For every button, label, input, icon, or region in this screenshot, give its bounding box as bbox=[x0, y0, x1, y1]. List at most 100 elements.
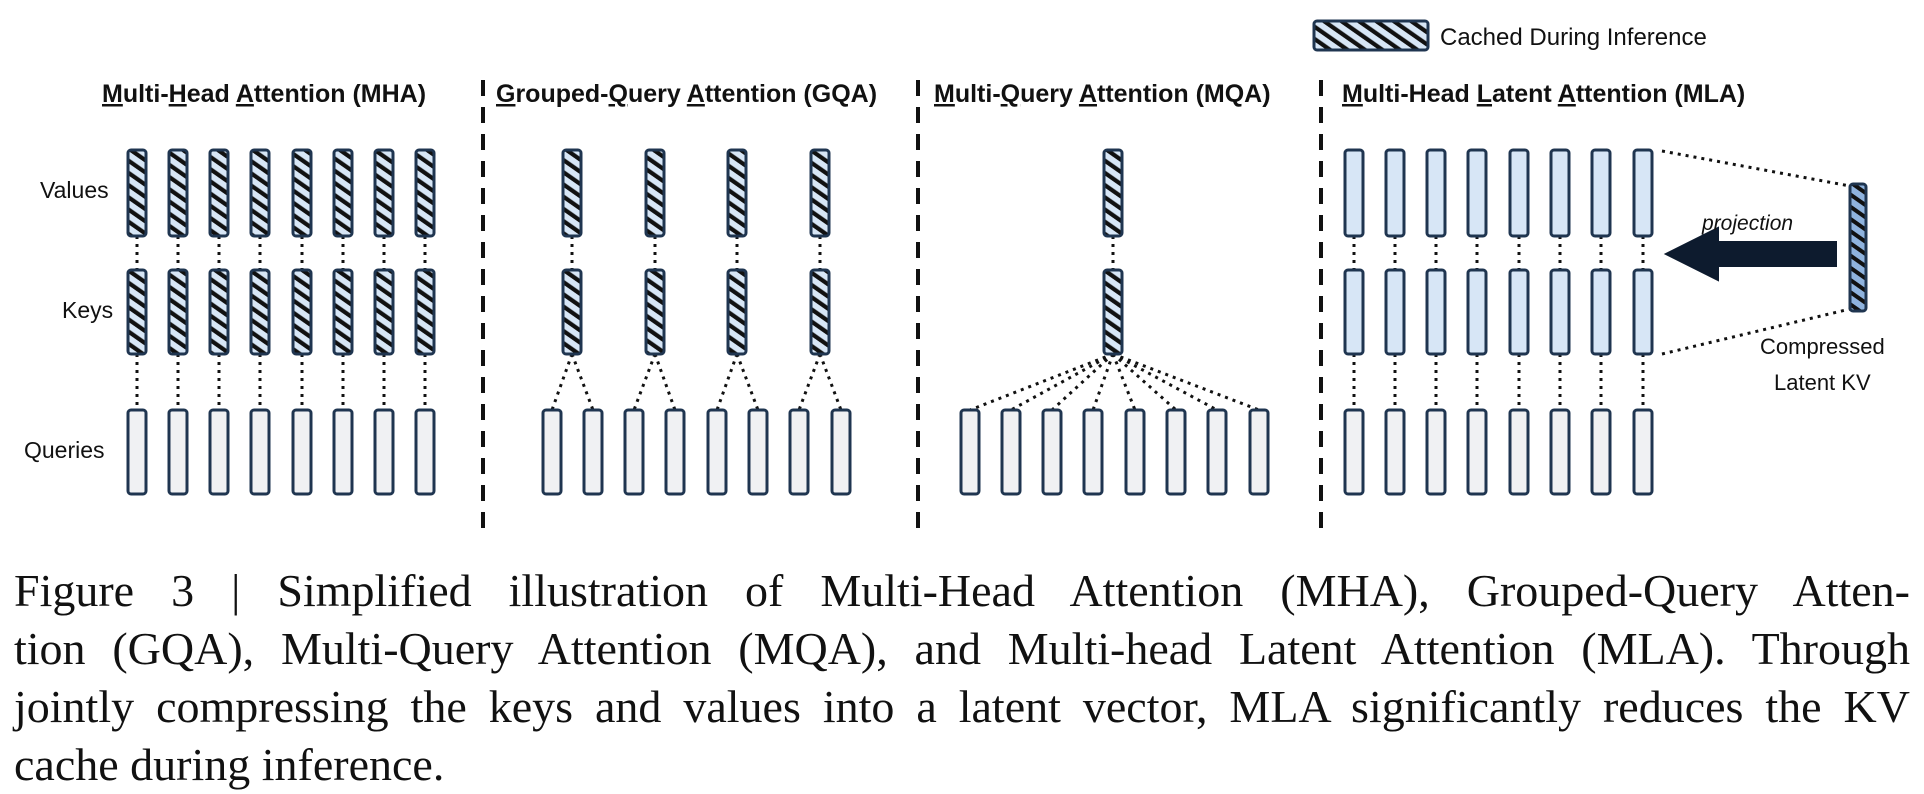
caption-line: cache during inference. bbox=[14, 739, 445, 790]
key-query-link bbox=[969, 352, 1114, 412]
key-head bbox=[1343, 268, 1365, 356]
caption-line: tion (GQA), Multi-Query Attention (MQA),… bbox=[14, 623, 1910, 674]
key-query-link bbox=[735, 353, 760, 411]
key-head bbox=[291, 268, 313, 356]
key-query-link bbox=[1112, 352, 1177, 412]
key-head bbox=[1590, 268, 1612, 356]
query-head bbox=[788, 408, 810, 496]
value-head bbox=[373, 148, 395, 238]
query-head bbox=[830, 408, 852, 496]
query-head bbox=[664, 408, 686, 496]
row-label-values: Values bbox=[40, 177, 109, 203]
key-query-link bbox=[1010, 352, 1114, 412]
key-head bbox=[809, 268, 831, 356]
key-head bbox=[1549, 268, 1571, 356]
query-head bbox=[414, 408, 436, 496]
value-head bbox=[291, 148, 313, 238]
key-query-link bbox=[818, 353, 843, 411]
query-head bbox=[959, 408, 981, 496]
attention-diagram: Cached During Inference Multi-Head Atten… bbox=[24, 19, 1885, 528]
key-query-link bbox=[1091, 353, 1115, 411]
key-head bbox=[1425, 268, 1447, 356]
latent-connector-top bbox=[1661, 149, 1851, 188]
query-head bbox=[373, 408, 395, 496]
value-head bbox=[249, 148, 271, 238]
legend-label: Cached During Inference bbox=[1440, 24, 1707, 51]
query-head bbox=[249, 408, 271, 496]
key-head bbox=[1384, 268, 1406, 356]
panel-title-mqa: Multi-Query Attention (MQA) bbox=[934, 80, 1271, 108]
key-head bbox=[644, 268, 666, 356]
query-head bbox=[1549, 408, 1571, 496]
key-head bbox=[414, 268, 436, 356]
key-head bbox=[249, 268, 271, 356]
legend-hatch-swatch bbox=[1312, 19, 1430, 52]
value-head bbox=[1102, 148, 1124, 238]
key-head bbox=[1102, 268, 1124, 356]
compressed-latent-kv-box bbox=[1848, 182, 1868, 313]
key-head bbox=[1508, 268, 1530, 356]
value-head bbox=[1549, 148, 1571, 238]
value-head bbox=[561, 148, 583, 238]
head-boxes bbox=[126, 148, 1654, 496]
row-label-keys: Keys bbox=[62, 297, 113, 323]
query-head bbox=[1082, 408, 1104, 496]
value-head bbox=[644, 148, 666, 238]
caption-line: Figure 3 | Simplified illustration of Mu… bbox=[14, 565, 1910, 616]
key-head bbox=[332, 268, 354, 356]
value-head bbox=[167, 148, 189, 238]
key-head bbox=[561, 268, 583, 356]
key-query-link bbox=[797, 353, 822, 411]
query-head bbox=[126, 408, 148, 496]
mla-latent-group: projection Compressed Latent KV bbox=[1661, 149, 1885, 395]
figure-caption: Figure 3 | Simplified illustration of Mu… bbox=[14, 562, 1910, 794]
row-label-queries: Queries bbox=[24, 437, 105, 463]
key-query-link bbox=[550, 353, 574, 411]
key-query-link bbox=[1111, 353, 1137, 411]
key-query-link bbox=[715, 353, 739, 411]
projection-arrow-icon bbox=[1663, 226, 1837, 282]
latent-connector-bottom bbox=[1661, 307, 1851, 356]
value-head bbox=[1466, 148, 1488, 238]
connectors bbox=[135, 236, 1645, 412]
query-head bbox=[582, 408, 604, 496]
query-head bbox=[1248, 408, 1270, 496]
key-head bbox=[167, 268, 189, 356]
value-head bbox=[1590, 148, 1612, 238]
query-head bbox=[1206, 408, 1228, 496]
panel-title-mla: Multi-Head Latent Attention (MLA) bbox=[1342, 80, 1745, 108]
key-head bbox=[1466, 268, 1488, 356]
value-head bbox=[726, 148, 748, 238]
key-query-link bbox=[1112, 352, 1260, 412]
query-head bbox=[1632, 408, 1654, 496]
caption-line: jointly compressing the keys and values … bbox=[14, 681, 1910, 732]
query-head bbox=[706, 408, 728, 496]
key-head bbox=[126, 268, 148, 356]
value-head bbox=[1508, 148, 1530, 238]
key-head bbox=[726, 268, 748, 356]
query-head bbox=[1041, 408, 1063, 496]
value-head bbox=[1384, 148, 1406, 238]
query-head bbox=[1124, 408, 1146, 496]
value-head bbox=[414, 148, 436, 238]
query-head bbox=[1466, 408, 1488, 496]
query-head bbox=[1590, 408, 1612, 496]
value-head bbox=[809, 148, 831, 238]
query-head bbox=[1343, 408, 1365, 496]
value-head bbox=[1343, 148, 1365, 238]
key-query-link bbox=[632, 353, 657, 411]
latent-kv-label-line1: Compressed bbox=[1760, 334, 1885, 359]
value-head bbox=[1632, 148, 1654, 238]
legend: Cached During Inference bbox=[1312, 19, 1707, 52]
panel-title-mha: Multi-Head Attention (MHA) bbox=[102, 80, 426, 108]
query-head bbox=[208, 408, 230, 496]
query-head bbox=[747, 408, 769, 496]
key-query-link bbox=[1050, 352, 1115, 412]
key-head bbox=[373, 268, 395, 356]
panel-title-gqa: Grouped-Query Attention (GQA) bbox=[496, 80, 877, 108]
query-head bbox=[291, 408, 313, 496]
key-head bbox=[1632, 268, 1654, 356]
key-query-link bbox=[570, 353, 595, 411]
query-head bbox=[1165, 408, 1187, 496]
value-head bbox=[126, 148, 148, 238]
